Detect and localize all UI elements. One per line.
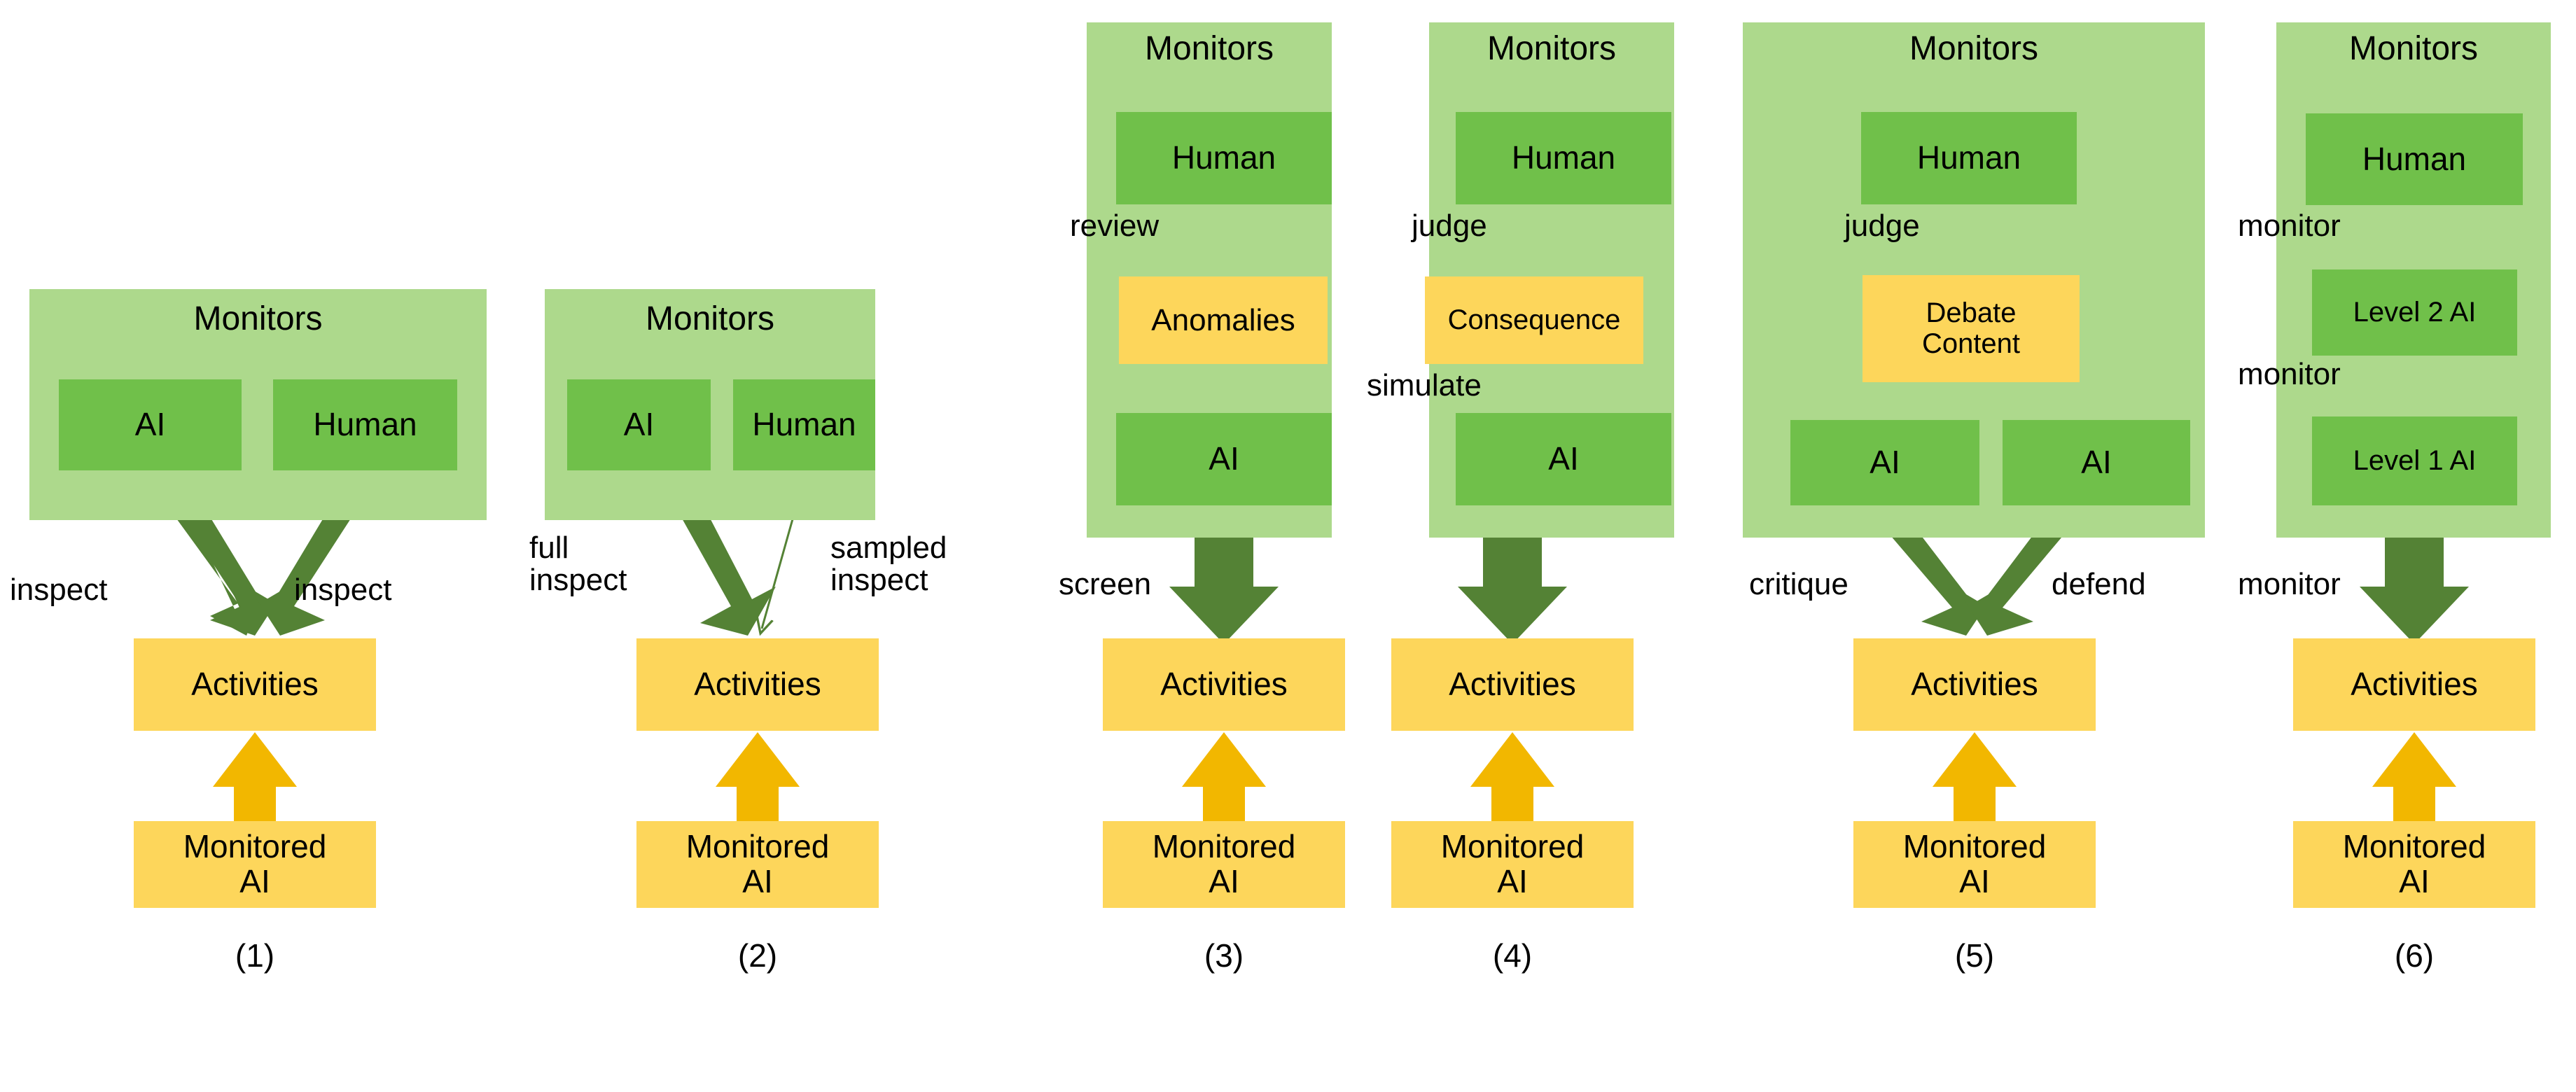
p4-artifact-box-consequence[interactable]: Consequence [1425,276,1643,364]
p6-edge-label-monitor-1: monitor [2238,209,2341,243]
p6-monitor-box-human[interactable]: Human [2306,113,2523,205]
p4-monitor-box-ai[interactable]: AI [1456,413,1671,505]
p2-edge-label-right: sampled inspect [830,531,947,598]
p1-activities-box[interactable]: Activities [134,638,376,731]
p5-monitors-title: Monitors [1909,30,2039,67]
p2-monitors-title: Monitors [645,300,775,337]
p6-caption: (6) [2394,937,2435,974]
p2-activities-box[interactable]: Activities [636,638,879,731]
p2-edge-label-left: full inspect [529,531,627,598]
p5-edge-label-defend: defend [2052,567,2146,601]
p5-activities-box[interactable]: Activities [1853,638,2096,731]
p1-monitors-title: Monitors [193,300,323,337]
p1-caption: (1) [235,937,275,974]
p4-activities-box[interactable]: Activities [1391,638,1634,731]
p6-edge-label-monitor-3: monitor [2238,567,2341,601]
p4-edge-label-simulate: simulate [1367,368,1482,402]
panel-2: Monitors AI Human full inspect sampled i… [0,0,1022,1092]
p6-activities-box[interactable]: Activities [2293,638,2535,731]
p6-edge-label-monitor-2: monitor [2238,357,2341,391]
p6-monitored-ai-box[interactable]: Monitored AI [2293,821,2535,908]
panel-5: Monitors Human judge Debate Content AI A… [1743,22,2205,974]
p3-monitored-ai-box[interactable]: Monitored AI [1103,821,1345,908]
p5-caption: (5) [1954,937,1995,974]
p3-caption: (3) [1204,937,1244,974]
panel-4: Monitors Human judge Consequence AI simu… [1367,22,1674,974]
p2-caption: (2) [737,937,778,974]
p6-monitor-box-level-2-ai[interactable]: Level 2 AI [2312,270,2517,356]
p5-monitor-box-ai-right[interactable]: AI [2003,420,2190,505]
p3-edge-label-review: review [1070,209,1160,243]
p5-monitor-box-ai-left[interactable]: AI [1790,420,1979,505]
p4-monitors-title: Monitors [1487,30,1617,67]
p1-monitor-box-ai[interactable]: AI [59,379,242,470]
p2-monitor-box-ai[interactable]: AI [567,379,711,470]
panel-3: Monitors Human review Anomalies AI scree… [1059,22,1345,974]
p3-artifact-box-anomalies[interactable]: Anomalies [1119,276,1328,364]
p3-monitors-title: Monitors [1144,30,1274,67]
p5-artifact-box-debate-content[interactable]: Debate Content [1863,275,2080,382]
panel-1: Monitors AI Human inspect inspect Activi… [0,0,518,1092]
p1-monitored-ai-box[interactable]: Monitored AI [134,821,376,908]
p3-edge-label-screen: screen [1059,567,1152,601]
p3-activities-box[interactable]: Activities [1103,638,1345,731]
p5-edge-label-judge: judge [1844,209,1920,243]
p1-edge-label-left: inspect [10,573,108,607]
p4-caption: (4) [1492,937,1533,974]
p4-edge-label-judge: judge [1412,209,1487,243]
p5-edge-label-critique: critique [1749,567,1849,601]
p6-monitors-title: Monitors [2348,30,2479,67]
p2-monitor-box-human[interactable]: Human [733,379,875,470]
p2-monitored-ai-box[interactable]: Monitored AI [636,821,879,908]
p6-monitor-box-level-1-ai[interactable]: Level 1 AI [2312,416,2517,505]
p1-edge-label-right: inspect [294,573,392,607]
p1-monitor-box-human[interactable]: Human [273,379,457,470]
p3-monitor-box-human[interactable]: Human [1116,112,1332,204]
p5-monitored-ai-box[interactable]: Monitored AI [1853,821,2096,908]
p4-monitored-ai-box[interactable]: Monitored AI [1391,821,1634,908]
p4-monitor-box-human[interactable]: Human [1456,112,1671,204]
p5-monitor-box-human[interactable]: Human [1861,112,2077,204]
p3-monitor-box-ai[interactable]: AI [1116,413,1332,505]
